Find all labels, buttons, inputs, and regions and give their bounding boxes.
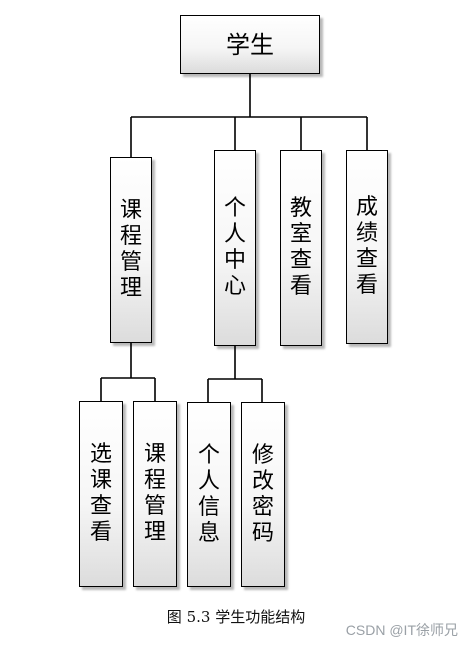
- node-personal-info: 个人信息: [187, 402, 231, 587]
- node-change-password-label: 修改密码: [251, 442, 274, 546]
- node-course-manage-sub: 课程管理: [133, 401, 177, 587]
- node-course-select-view: 选课查看: [79, 401, 123, 587]
- node-course-manage-sub-label: 课程管理: [143, 442, 166, 545]
- node-classroom-view-label: 教室查看: [289, 196, 312, 299]
- node-personal-center: 个人中心: [214, 150, 256, 346]
- node-classroom-view: 教室查看: [280, 150, 322, 346]
- watermark: CSDN @IT徐师兄: [345, 622, 458, 638]
- node-student-label: 学生: [226, 30, 274, 59]
- figure-caption: 图 5.3 学生功能结构: [166, 608, 306, 626]
- node-personal-info-label: 个人信息: [197, 442, 220, 546]
- node-grades-view-label: 成绩查看: [355, 195, 378, 298]
- node-change-password: 修改密码: [241, 402, 285, 587]
- node-course-management-label: 课程管理: [119, 198, 142, 301]
- node-grades-view: 成绩查看: [346, 150, 388, 344]
- node-student: 学生: [180, 15, 320, 74]
- node-course-select-view-label: 选课查看: [89, 442, 112, 545]
- node-personal-center-label: 个人中心: [223, 196, 246, 299]
- node-course-management: 课程管理: [110, 157, 152, 343]
